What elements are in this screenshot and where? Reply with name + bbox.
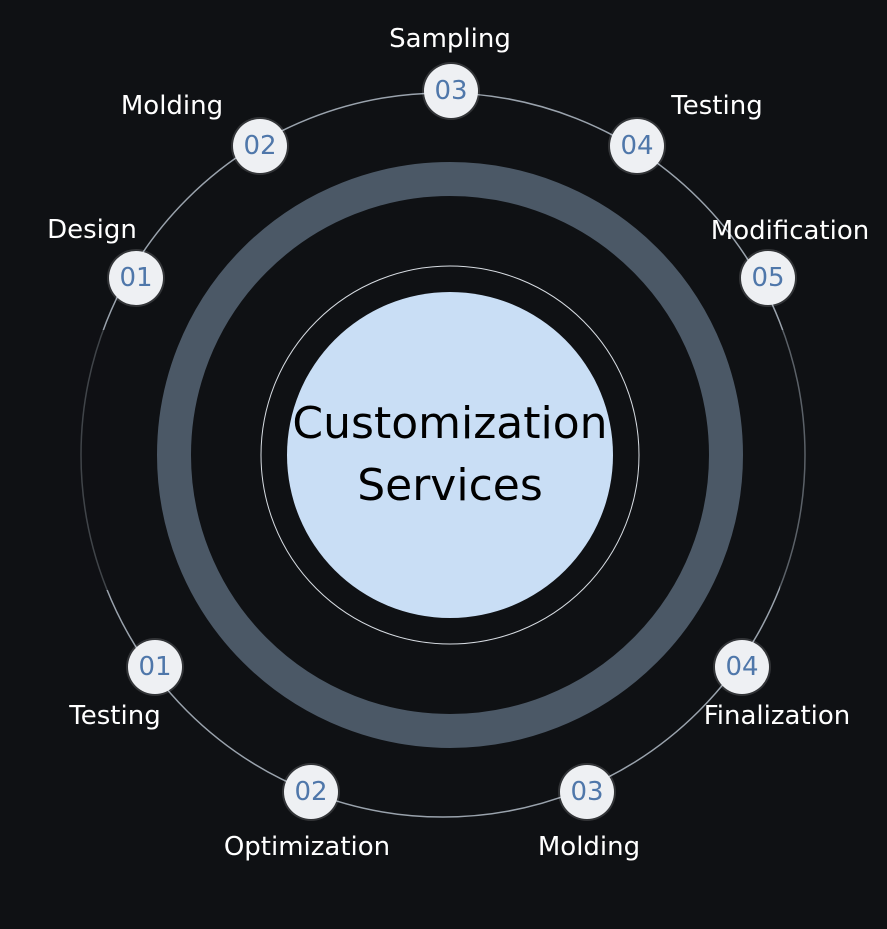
- right-ring-fade: [780, 330, 820, 590]
- upper-step-5-label: Modification: [710, 216, 870, 246]
- lower-step-1-badge: 01: [128, 640, 182, 694]
- upper-step-2-badge: 02: [233, 119, 287, 173]
- upper-step-3-label: Sampling: [389, 24, 511, 54]
- center-title: Customization Services: [285, 393, 615, 517]
- upper-step-4-badge: 04: [610, 119, 664, 173]
- lower-step-4-label: Finalization: [703, 701, 851, 731]
- lower-step-3-badge: 03: [560, 765, 614, 819]
- upper-step-2-label: Molding: [120, 91, 224, 121]
- left-ring-fade: [70, 330, 110, 590]
- lower-step-2-badge: 02: [284, 765, 338, 819]
- center-disk: [287, 292, 613, 618]
- lower-step-4-badge: 04: [715, 640, 769, 694]
- inner-thin-ring: [260, 265, 640, 645]
- lower-step-3-label: Molding: [537, 832, 641, 862]
- center-title-line1: Customization: [292, 398, 608, 449]
- upper-step-1-label: Design: [47, 215, 137, 245]
- lower-step-1-label: Testing: [69, 701, 161, 731]
- upper-step-5-badge: 05: [741, 251, 795, 305]
- thick-ring: [157, 162, 743, 748]
- upper-step-1-badge: 01: [109, 251, 163, 305]
- upper-step-4-label: Testing: [671, 91, 763, 121]
- lower-step-2-label: Optimization: [223, 832, 391, 862]
- upper-step-3-badge: 03: [424, 64, 478, 118]
- center-title-line2: Services: [357, 460, 543, 511]
